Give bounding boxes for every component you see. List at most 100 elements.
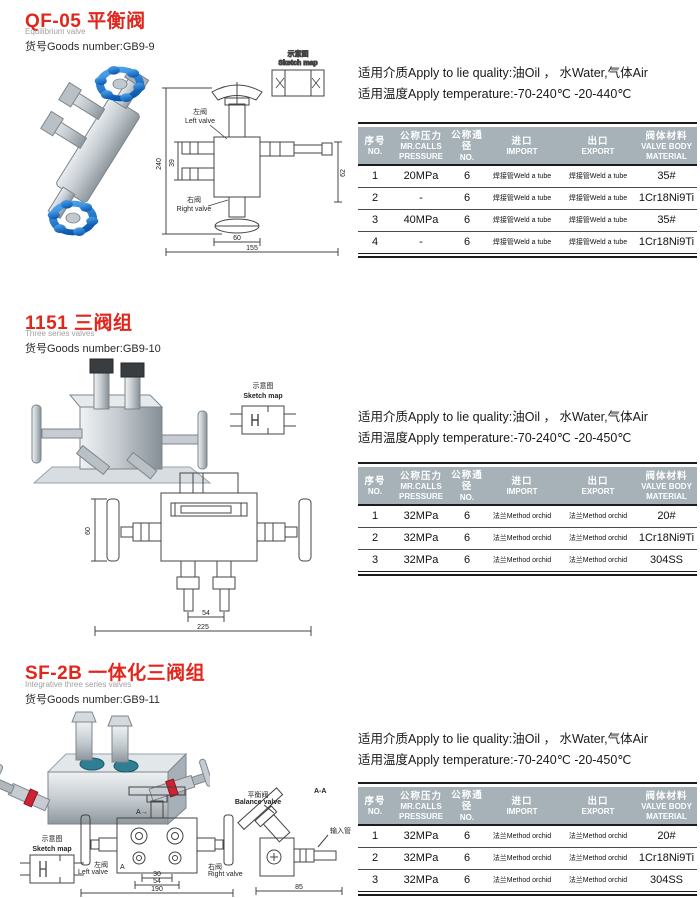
right-valve-label-zh: 右阀 [187, 195, 201, 204]
dim-60: 60 [233, 235, 241, 242]
section2-goods-number: 货号Goods number:GB9-10 [25, 343, 161, 355]
section-aa-label: A-A [314, 788, 326, 795]
table-row: 3 32MPa 6 法兰Method orchid 法兰Method orchi… [358, 549, 697, 572]
table-cell: 1 [358, 824, 392, 848]
table-cell: 32MPa [392, 824, 450, 848]
inlet-label: 输入管 [330, 826, 351, 835]
sketch-map-label-en: Sketch map [243, 393, 282, 400]
left-valve-label-zh: 左阀 [193, 107, 207, 116]
table-cell: 6 [450, 504, 484, 528]
table-cell: 6 [450, 231, 484, 254]
section1-subtitle: Equilibrium valve [25, 27, 86, 36]
table-cell: 法兰Method orchid [560, 504, 636, 528]
table-cell: 32MPa [392, 504, 450, 528]
section2-product-photo [31, 358, 212, 484]
table-cell: 法兰Method orchid [484, 504, 560, 528]
table-cell: 3 [358, 209, 392, 232]
right-valve-label-zh: 右阀 [208, 862, 222, 871]
table-cell: 3 [358, 869, 392, 892]
table-row: 2 32MPa 6 法兰Method orchid 法兰Method orchi… [358, 847, 697, 870]
table-cell: 焊接管Weld a tube [484, 209, 560, 232]
section2-subtitle: Three series valves [25, 329, 95, 338]
table-cell: 4 [358, 231, 392, 254]
table-cell: 6 [450, 847, 484, 870]
table-cell: 32MPa [392, 549, 450, 572]
table-cell: 法兰Method orchid [484, 549, 560, 572]
table-cell: 法兰Method orchid [560, 824, 636, 848]
table-cell: 35# [636, 209, 697, 232]
dim-54: 54 [153, 878, 161, 885]
table-cell: 40MPa [392, 209, 450, 232]
apply-medium: 适用介质Apply to lie quality:油Oil ， 水Water,气… [358, 410, 648, 424]
table-cell: 1 [358, 164, 392, 188]
table-cell: 法兰Method orchid [484, 869, 560, 892]
dim-54: 54 [202, 610, 210, 617]
table-cell: 法兰Method orchid [560, 549, 636, 572]
label-a: A [120, 864, 125, 871]
table-cell: 32MPa [392, 869, 450, 892]
table-cell: 20# [636, 824, 697, 848]
table-cell: 6 [450, 164, 484, 188]
apply-temperature: 适用温度Apply temperature:-70-240℃ -20-450℃ [358, 430, 632, 445]
dim-240: 240 [156, 158, 163, 170]
section3-title: SF-2B 一体化三阀组 [25, 663, 206, 684]
table-cell: 32MPa [392, 527, 450, 550]
table-cell: 焊接管Weld a tube [484, 164, 560, 188]
dim-225: 225 [197, 624, 209, 631]
table-cell: 35# [636, 164, 697, 188]
table-cell: 2 [358, 527, 392, 550]
table-row: 1 32MPa 6 法兰Method orchid 法兰Method orchi… [358, 504, 697, 528]
dim-155: 155 [246, 245, 258, 252]
right-valve-label-en: Right valve [208, 871, 243, 878]
left-valve-label-en: Left valve [185, 118, 215, 125]
table-cell: 32MPa [392, 847, 450, 870]
section1-product-photo [40, 65, 150, 237]
sketch-map-label-zh: 示意图 [42, 834, 63, 843]
section3-goods-number: 货号Goods number:GB9-11 [25, 694, 160, 706]
balance-valve-label-en: Balance valve [235, 799, 281, 806]
section3-subtitle: Integrative three series valves [25, 680, 132, 689]
table-row: 2 - 6 焊接管Weld a tube 焊接管Weld a tube 1Cr1… [358, 187, 697, 210]
sketch-map-label-zh: 示意图 [288, 49, 309, 58]
table-cell: 法兰Method orchid [484, 824, 560, 848]
table-cell: 6 [450, 209, 484, 232]
table-cell: 1Cr18Ni9Ti [636, 847, 697, 870]
dim-39: 39 [169, 159, 176, 167]
sketch-map-label-zh: 示意图 [253, 381, 274, 390]
section2-title: 1151 三阀组 [25, 313, 133, 334]
section1-title: QF-05 平衡阀 [25, 11, 146, 32]
section2-technical-drawing: 60 54 225 [85, 472, 312, 636]
table-cell: 20# [636, 504, 697, 528]
table-cell: 焊接管Weld a tube [484, 231, 560, 254]
section1-application-text: 适用介质Apply to lie quality:油Oil ， 水Water,气… [358, 63, 700, 104]
section3-technical-drawing: 示意图 Sketch map A→ A 左阀 Left valve 右阀 Rig… [20, 786, 351, 897]
table-cell: 6 [450, 869, 484, 892]
section1-technical-drawing: 示意图 Sketch map 240 39 62 60 155 左阀 Left … [156, 49, 347, 256]
table-row: 1 20MPa 6 焊接管Weld a tube 焊接管Weld a tube … [358, 164, 697, 188]
table-cell: 焊接管Weld a tube [560, 164, 636, 188]
left-valve-label-en: Left valve [78, 869, 108, 876]
table-cell: 304SS [636, 869, 697, 892]
table-cell: 6 [450, 549, 484, 572]
section3-product-photo [0, 711, 210, 826]
apply-medium: 适用介质Apply to lie quality:油Oil ， 水Water,气… [358, 66, 648, 80]
table-cell: 3 [358, 549, 392, 572]
blue-handwheel-top [94, 65, 146, 103]
table-cell: 2 [358, 847, 392, 870]
table-row: 1 32MPa 6 法兰Method orchid 法兰Method orchi… [358, 824, 697, 848]
table-cell: 2 [358, 187, 392, 210]
